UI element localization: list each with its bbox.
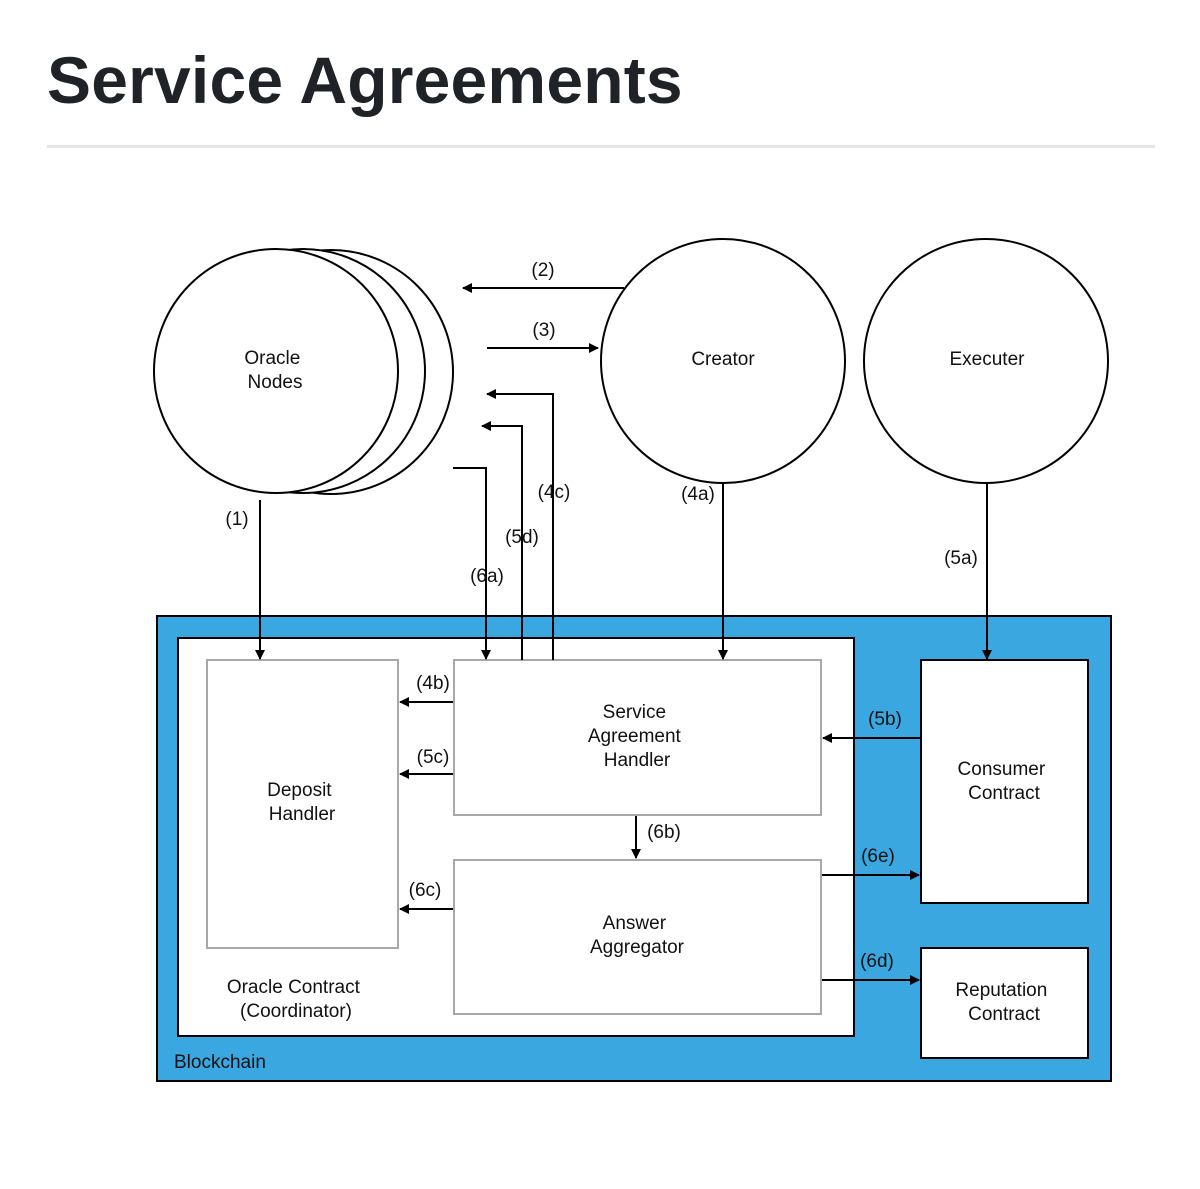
service-agreement-handler-label-line2: Agreement xyxy=(588,726,682,747)
service-agreement-handler-label-line1: Service xyxy=(603,702,666,723)
edge-label-6c: (6c) xyxy=(409,880,442,901)
edge-label-5a: (5a) xyxy=(944,548,978,569)
edge-4c xyxy=(486,389,554,660)
edge-label-3: (3) xyxy=(532,320,555,341)
reputation-contract-label-line2: Contract xyxy=(968,1004,1041,1025)
service-agreement-handler-label-line3: Handler xyxy=(604,750,671,771)
svg-text:Deposit Handler: Deposit Handler xyxy=(267,780,337,825)
edge-label-6d: (6d) xyxy=(860,951,894,972)
executer-label: Executer xyxy=(950,349,1026,370)
svg-text:Reputation Contract: Reputation Contract xyxy=(955,980,1052,1025)
oracle-contract-label-line2: (Coordinator) xyxy=(240,1001,352,1022)
oracle-nodes-label-line1: Oracle xyxy=(244,348,300,369)
edge-label-5b: (5b) xyxy=(868,709,902,730)
page-title: Service Agreements xyxy=(47,43,683,117)
answer-aggregator-box xyxy=(453,859,822,1015)
deposit-handler-box xyxy=(206,659,399,949)
reputation-contract-box xyxy=(920,947,1089,1059)
consumer-contract-box xyxy=(920,659,1089,904)
deposit-handler-label-line2: Handler xyxy=(269,804,336,825)
oracle-nodes-label-line2: Nodes xyxy=(248,372,303,393)
edge-label-4a: (4a) xyxy=(681,484,715,505)
deposit-handler-label-line1: Deposit xyxy=(267,780,332,801)
edge-label-6b: (6b) xyxy=(647,822,681,843)
oracle-nodes-stack xyxy=(153,248,454,495)
edge-6a xyxy=(453,467,491,660)
edge-label-4c: (4c) xyxy=(538,482,571,503)
edge-label-5c: (5c) xyxy=(417,747,450,768)
answer-aggregator-label-line1: Answer xyxy=(603,913,667,934)
edge-label-6e: (6e) xyxy=(861,846,895,867)
edge-5d xyxy=(481,421,523,660)
consumer-contract-label-line1: Consumer xyxy=(958,759,1046,780)
svg-text:Consumer Contract: Consumer Contract xyxy=(958,759,1051,804)
blockchain-label: Blockchain xyxy=(174,1052,266,1073)
edge-label-4b: (4b) xyxy=(416,673,450,694)
answer-aggregator-label-line2: Aggregator xyxy=(590,937,685,958)
title-divider xyxy=(47,145,1155,148)
oracle-contract-label-line1: Oracle Contract xyxy=(227,977,361,998)
creator-label: Creator xyxy=(691,349,755,370)
reputation-contract-label-line1: Reputation xyxy=(955,980,1047,1001)
edge-label-6a: (6a) xyxy=(470,566,504,587)
service-agreement-handler-box xyxy=(453,659,822,816)
edge-label-5d: (5d) xyxy=(505,527,539,548)
edge-label-1: (1) xyxy=(225,509,248,530)
svg-text:Oracle Nodes: Oracle Nodes xyxy=(244,348,305,393)
edge-label-2: (2) xyxy=(531,260,554,281)
consumer-contract-label-line2: Contract xyxy=(968,783,1041,804)
svg-text:Oracle Contract (Coordinat: Oracle Contract (Coordinator) xyxy=(227,977,365,1022)
svg-text:Answer Aggregator: Answer Aggregator xyxy=(590,913,685,958)
svg-text:Service Agreement Hand: Service Agreement Handler xyxy=(588,702,686,771)
